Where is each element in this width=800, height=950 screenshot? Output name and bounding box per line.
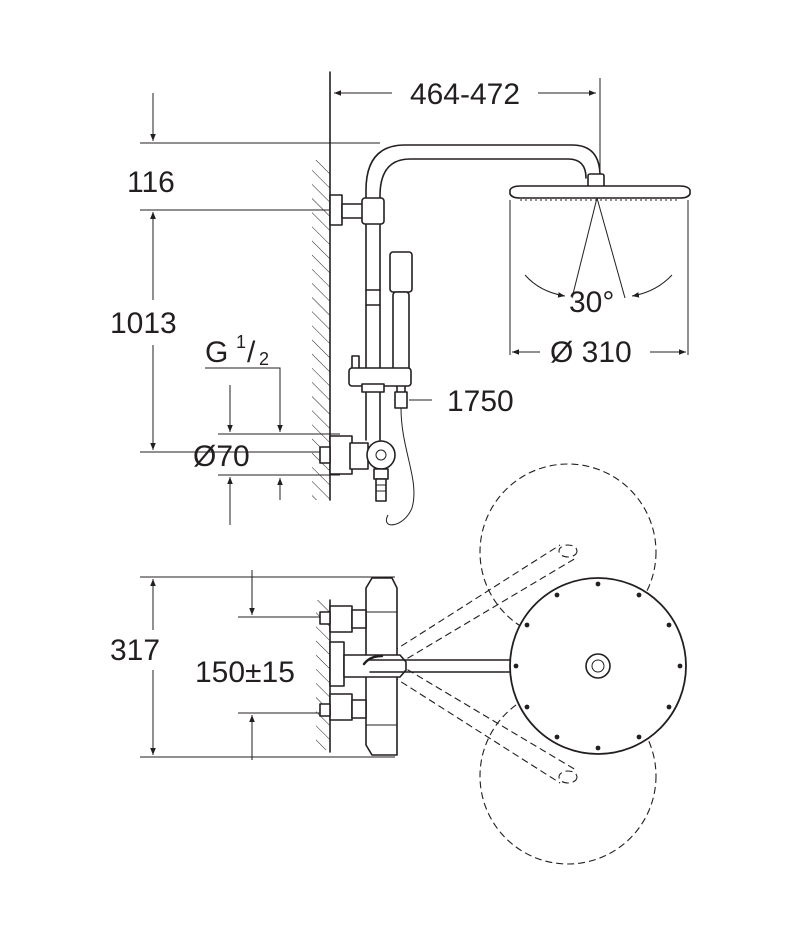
- head-plan: [509, 577, 687, 755]
- wall-bracket: [329, 194, 385, 226]
- arm-length-label: 464-472: [410, 78, 520, 111]
- connection-diameter-dimension: Ø70: [193, 385, 340, 525]
- thermostat-plan: [319, 577, 398, 756]
- spray-angle-label: 30°: [569, 286, 614, 319]
- plan-depth-label: 317: [110, 634, 160, 667]
- overhead-shower-head: [509, 185, 691, 355]
- rail-gaps: [365, 289, 381, 306]
- elevation-view: 464-472 116 1013 G 1 / 2: [110, 71, 691, 526]
- thread-letter: G: [205, 336, 228, 369]
- rail-height-dimension: 1013: [110, 212, 330, 453]
- center-distance-dimension: 150±15: [195, 570, 330, 760]
- thermostat-elevation: [319, 435, 396, 502]
- connection-diameter-label: Ø70: [193, 440, 250, 473]
- thread-numerator: 1: [236, 332, 246, 352]
- hand-shower: [385, 251, 415, 526]
- hose-length-label: 1750: [447, 385, 514, 418]
- thread-label: G 1 / 2: [205, 332, 283, 500]
- center-distance-label: 150±15: [195, 656, 295, 689]
- top-offset-dimension: 116: [127, 93, 380, 258]
- top-offset-label: 116: [127, 166, 175, 199]
- head-diameter-dimension: Ø 310: [512, 336, 686, 369]
- wall-section: [312, 71, 331, 501]
- hose-length-dimension: 1750: [409, 385, 514, 418]
- rail-height-label: 1013: [110, 307, 177, 340]
- head-diameter-label: Ø 310: [550, 336, 632, 369]
- plan-view: 317 150±15: [110, 463, 687, 865]
- spray-angle-dimension: 30°: [524, 274, 673, 319]
- plan-depth-dimension: 317: [110, 576, 395, 758]
- thread-slash: /: [247, 336, 256, 369]
- slide-holder: [348, 355, 412, 393]
- nozzle-ring: [513, 581, 683, 751]
- thread-denominator: 2: [259, 349, 269, 369]
- arm-length-dimension: 464-472: [334, 78, 601, 180]
